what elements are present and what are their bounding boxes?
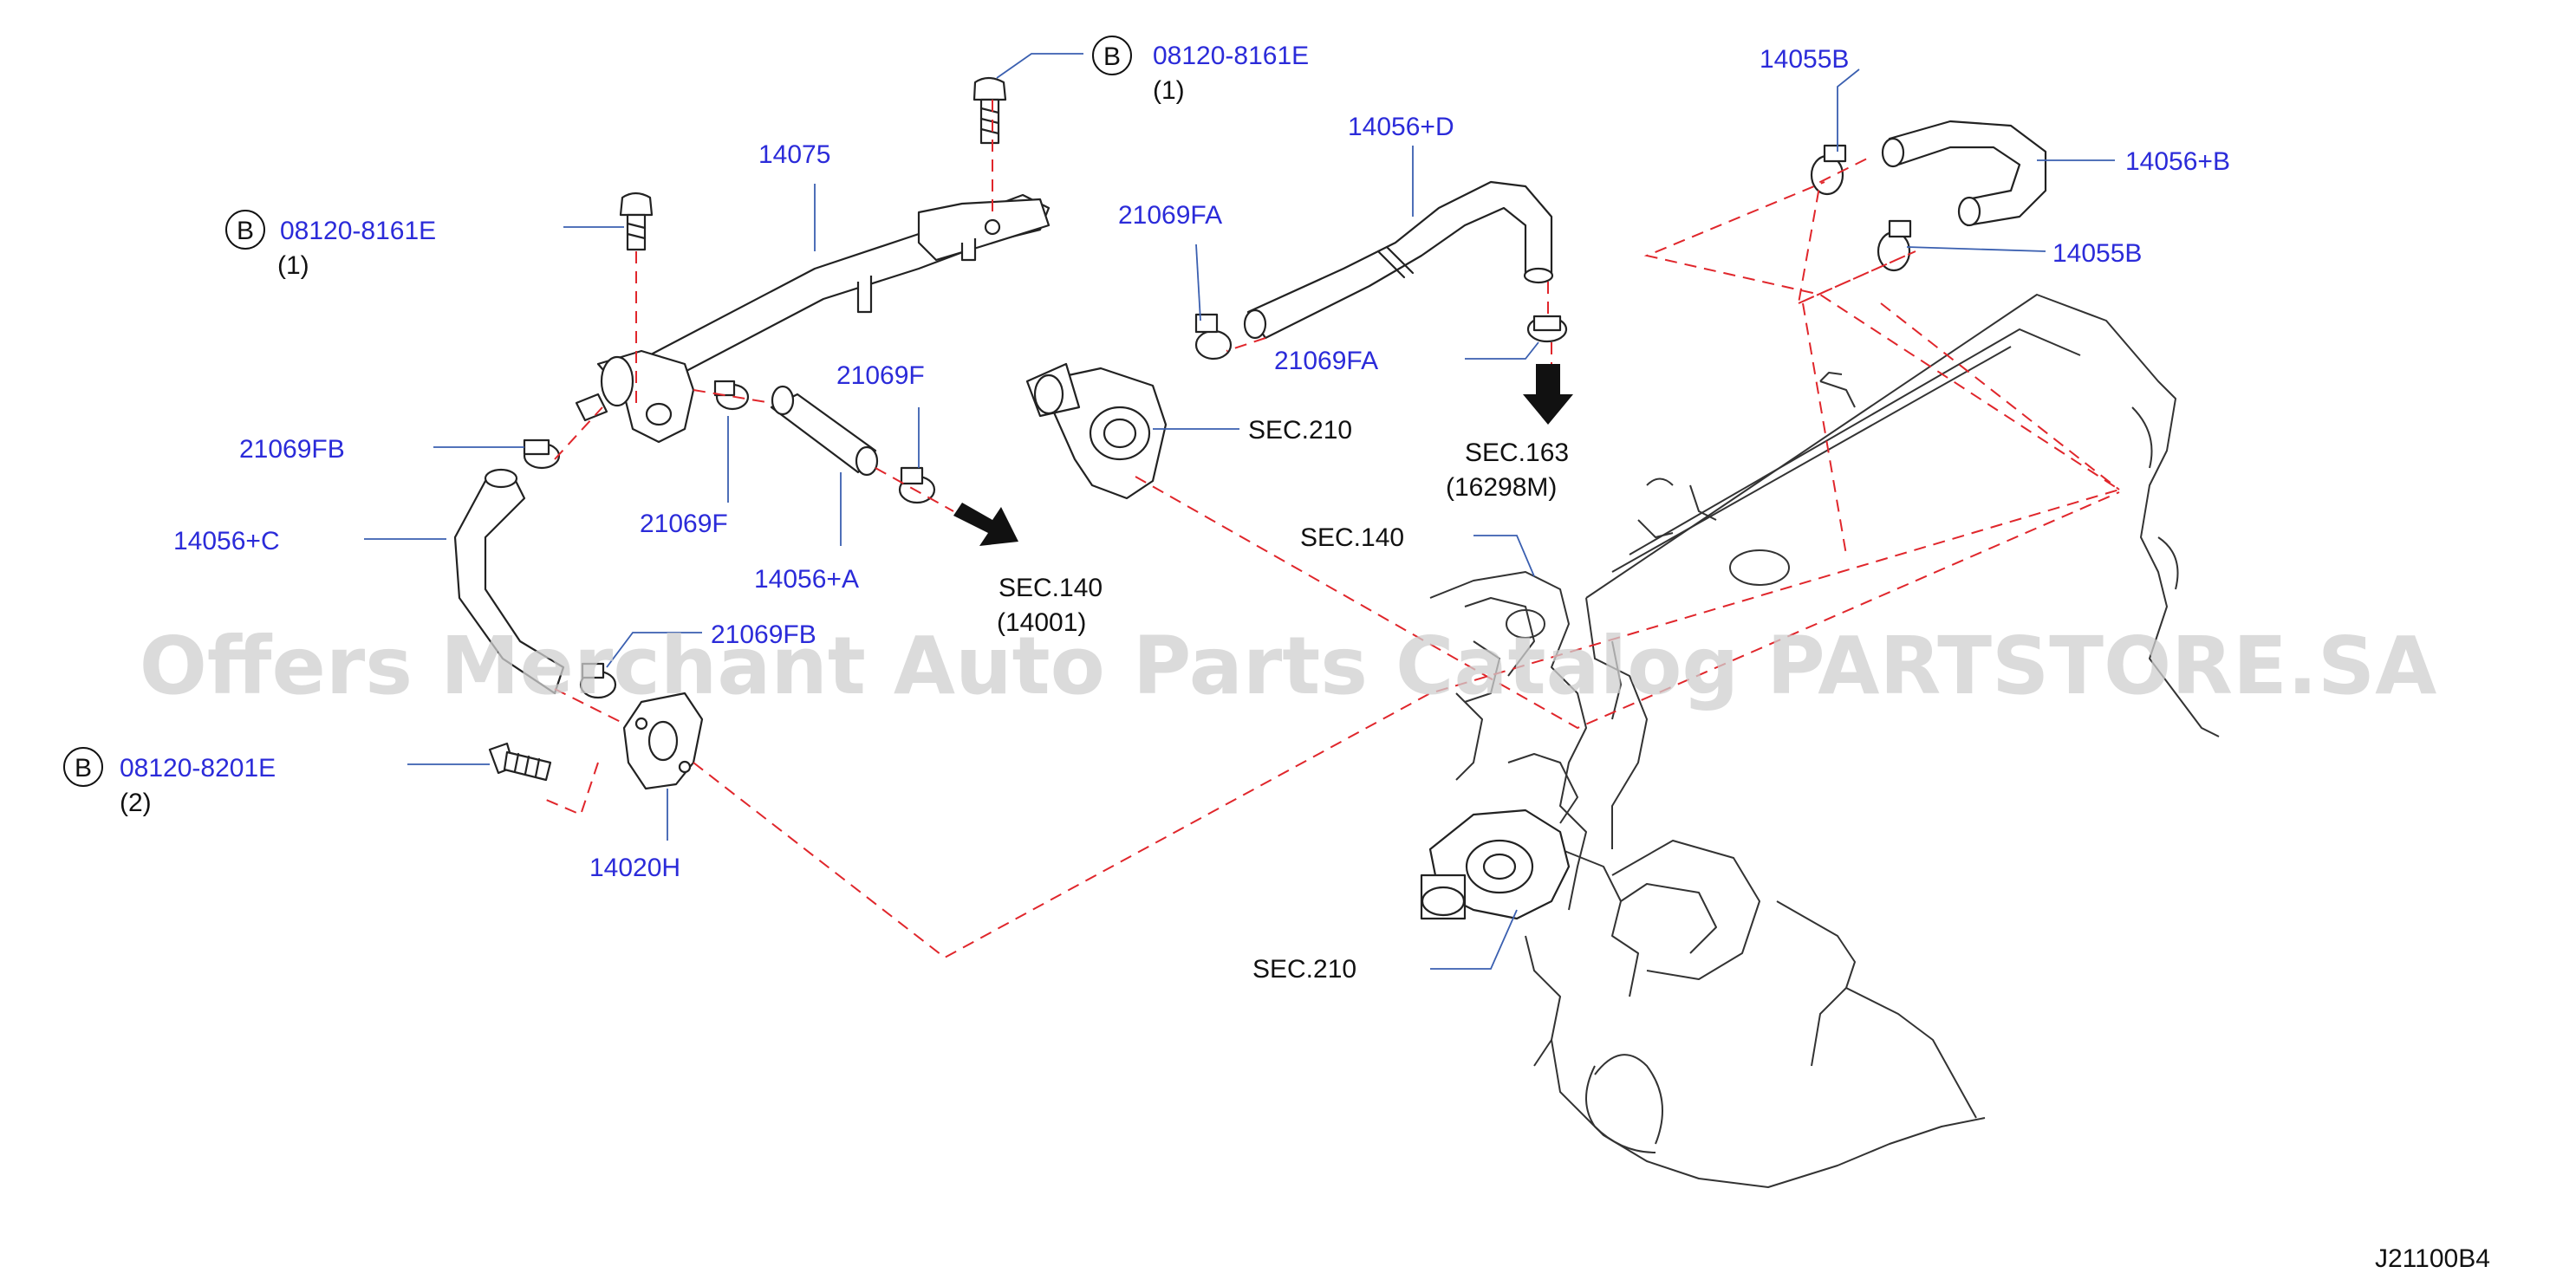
clamp-14055B-top-icon <box>1810 144 1847 196</box>
label-14056C: 14056+C <box>173 527 280 555</box>
bolt-left-code: 08120-8161E <box>280 217 436 245</box>
hose-14056C <box>453 468 565 695</box>
bolt-left-icon <box>619 192 654 251</box>
circle-b-left-icon: B <box>225 210 265 250</box>
bolt-bottom-icon <box>488 742 552 782</box>
engine-block-illustration <box>1429 294 2220 1188</box>
label-14056B: 14056+B <box>2125 147 2230 176</box>
bolt-left-qty: (1) <box>277 251 309 280</box>
label-14055B-right: 14055B <box>2052 239 2142 268</box>
label-14056D: 14056+D <box>1348 113 1454 141</box>
hose-14056B <box>1881 120 2047 227</box>
label-21069FB-lower: 21069FB <box>711 620 816 649</box>
circle-b-left-letter: B <box>237 217 254 245</box>
label-sec140-left: SEC.140 <box>999 574 1103 602</box>
labels: 08120-8161E (1) 08120-8161E (1) 08120-82… <box>120 42 2490 1273</box>
watermark: Offers Merchant Auto Parts Catalog PARTS… <box>140 620 2437 712</box>
leader-lines <box>364 53 2115 970</box>
clamp-14055B-right-icon <box>1877 219 1912 272</box>
hose-14056A <box>770 385 879 477</box>
bolt-top-icon <box>973 76 1007 145</box>
diagram-code: J21100B4 <box>2375 1244 2490 1273</box>
water-pump-housing <box>1420 809 1571 920</box>
label-14075: 14075 <box>758 140 830 169</box>
label-sec163: SEC.163 <box>1465 438 1569 467</box>
label-21069FB-left: 21069FB <box>239 435 345 464</box>
label-14055B-top: 14055B <box>1760 45 1849 74</box>
circle-b-bottom-icon: B <box>63 747 103 787</box>
circle-b-top-letter: B <box>1103 42 1121 71</box>
label-sec163-sub: (16298M) <box>1446 473 1557 502</box>
label-sec210-top: SEC.210 <box>1248 416 1352 445</box>
label-14056A: 14056+A <box>754 565 859 594</box>
bolt-top-code: 08120-8161E <box>1153 42 1309 70</box>
clamp-21069FB-lower-icon <box>579 662 617 699</box>
hose-14056D <box>1243 180 1554 340</box>
clamp-21069FA-right-icon <box>1526 315 1568 343</box>
dashed-connectors <box>543 100 2122 959</box>
clamp-21069FA-top-icon <box>1194 313 1233 360</box>
water-pipe-14075 <box>575 193 1051 444</box>
circle-b-top-icon: B <box>1092 36 1132 75</box>
label-sec210-bottom: SEC.210 <box>1252 955 1356 984</box>
label-21069FA-top: 21069FA <box>1118 201 1222 230</box>
label-21069F-upper: 21069F <box>836 361 925 390</box>
label-21069F-lower: 21069F <box>640 510 728 538</box>
clamp-21069F-lower-icon <box>898 466 936 504</box>
label-21069FA-right: 21069FA <box>1274 347 1378 375</box>
thermostat-housing <box>1025 362 1168 500</box>
bolt-top-qty: (1) <box>1153 76 1185 105</box>
label-sec140-left-sub: (14001) <box>997 608 1086 637</box>
label-14020H: 14020H <box>589 854 680 882</box>
arrow-sec140-icon <box>953 503 1018 546</box>
clamp-21069FB-left-icon <box>523 438 561 470</box>
bolt-bottom-qty: (2) <box>120 789 152 817</box>
bolt-bottom-code: 08120-8201E <box>120 754 276 783</box>
arrow-sec163-icon <box>1523 364 1573 425</box>
circle-b-bottom-letter: B <box>75 754 92 783</box>
label-sec140-right: SEC.140 <box>1300 523 1404 552</box>
